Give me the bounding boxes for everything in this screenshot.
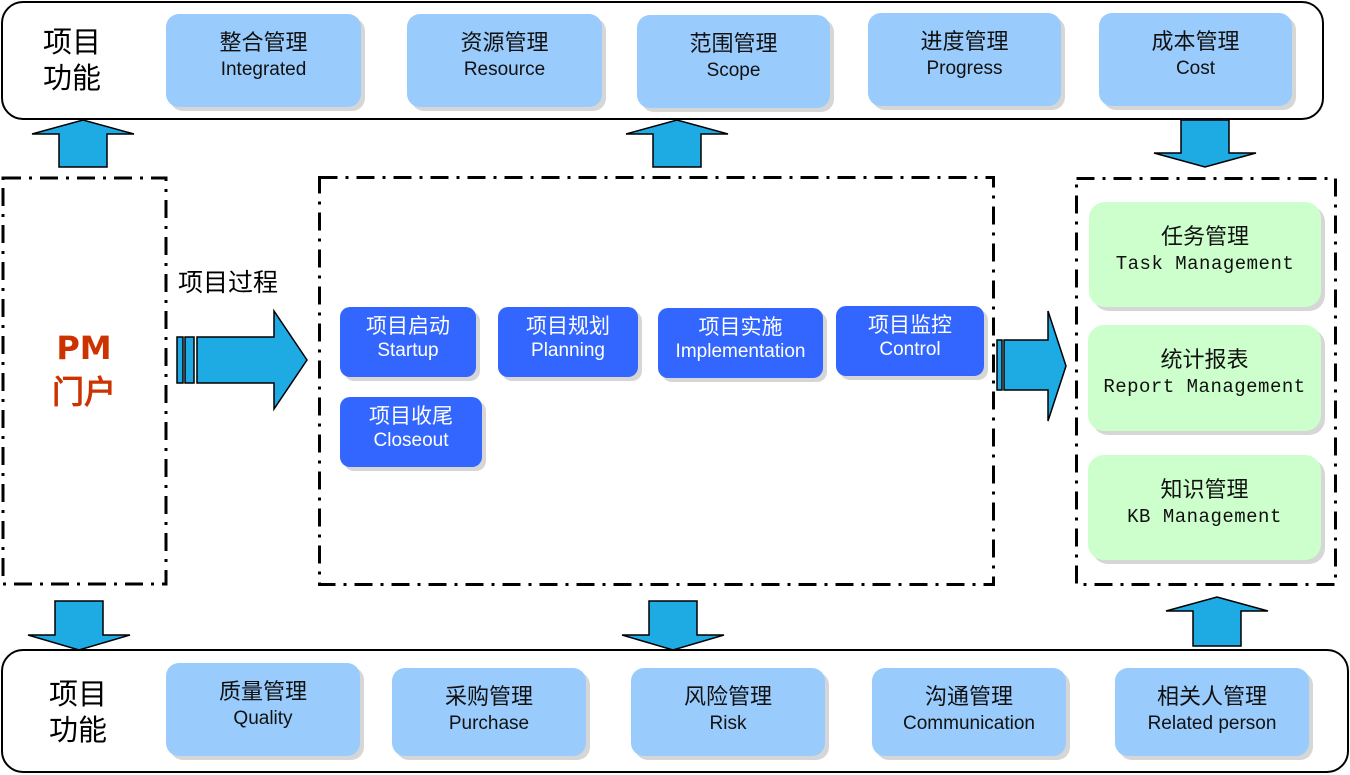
step-label-en: Implementation [675, 341, 806, 362]
module-purchase[interactable]: 采购管理 Purchase [392, 668, 586, 756]
module-label-en: Cost [1175, 58, 1216, 79]
panel-item-label-en: Report Management [1103, 376, 1306, 398]
arrow-down-icon [621, 600, 725, 651]
module-label-zh: 整合管理 [219, 31, 308, 56]
module-label-zh: 相关人管理 [1156, 685, 1267, 710]
arrow-up-icon [1165, 596, 1269, 647]
arrow-right-icon [996, 310, 1067, 422]
module-label-en: Quality [233, 708, 293, 729]
step-label-zh: 项目规划 [526, 314, 610, 338]
bottom-band-title-line1: 项目 [48, 677, 107, 711]
module-progress[interactable]: 进度管理 Progress [868, 13, 1061, 106]
right-panel-box [1075, 177, 1337, 586]
step-label-zh: 项目实施 [698, 315, 783, 339]
module-resource[interactable]: 资源管理 Resource [407, 14, 602, 107]
module-integrated[interactable]: 整合管理 Integrated [166, 14, 361, 107]
module-communication[interactable]: 沟通管理 Communication [872, 668, 1066, 756]
pm-portal-label[interactable]: PM 门户 [2, 326, 166, 414]
arrow-up-icon [31, 119, 135, 168]
bottom-band-title: 项目 功能 [38, 676, 118, 748]
panel-item-kb-management[interactable]: 知识管理 KB Management [1088, 455, 1321, 560]
top-band-title-line2: 功能 [42, 61, 101, 95]
process-box [318, 176, 995, 586]
module-label-zh: 进度管理 [920, 30, 1009, 55]
module-label-en: Scope [706, 60, 761, 81]
panel-item-label-en: Task Management [1115, 253, 1295, 275]
module-label-zh: 质量管理 [218, 680, 307, 705]
module-scope[interactable]: 范围管理 Scope [637, 15, 830, 108]
panel-item-label-zh: 知识管理 [1160, 478, 1249, 503]
step-label-zh: 项目启动 [366, 314, 450, 338]
panel-item-label-zh: 统计报表 [1160, 348, 1249, 373]
process-step-closeout[interactable]: 项目收尾 Closeout [340, 397, 482, 467]
panel-item-report-management[interactable]: 统计报表 Report Management [1088, 325, 1321, 431]
module-risk[interactable]: 风险管理 Risk [631, 668, 825, 756]
module-label-en: Purchase [448, 713, 530, 734]
panel-item-label-en: KB Management [1127, 506, 1282, 528]
top-band-title-line1: 项目 [42, 25, 101, 59]
module-label-zh: 范围管理 [689, 32, 778, 57]
process-step-planning[interactable]: 项目规划 Planning [498, 307, 638, 377]
process-label: 项目过程 [178, 268, 279, 297]
module-label-en: Risk [709, 713, 747, 734]
pm-portal-box [1, 176, 168, 586]
module-label-en: Resource [463, 59, 546, 80]
module-label-zh: 沟通管理 [924, 685, 1013, 710]
process-step-control[interactable]: 项目监控 Control [836, 306, 984, 376]
panel-item-task-management[interactable]: 任务管理 Task Management [1089, 202, 1321, 307]
arrow-up-icon [625, 119, 729, 168]
module-label-zh: 成本管理 [1151, 30, 1240, 55]
module-label-zh: 风险管理 [683, 685, 772, 710]
step-label-en: Startup [377, 340, 439, 361]
arrow-right-icon [176, 308, 308, 412]
module-related-person[interactable]: 相关人管理 Related person [1115, 668, 1309, 756]
step-label-zh: 项目收尾 [369, 404, 453, 428]
top-band-title: 项目 功能 [32, 24, 112, 96]
panel-item-label-zh: 任务管理 [1160, 225, 1249, 250]
arrow-down-icon [27, 600, 131, 651]
process-step-implementation[interactable]: 项目实施 Implementation [658, 308, 823, 378]
bottom-band-title-line2: 功能 [48, 713, 107, 747]
module-label-en: Integrated [220, 59, 307, 80]
module-label-en: Related person [1147, 713, 1277, 734]
module-label-zh: 采购管理 [444, 685, 533, 710]
module-cost[interactable]: 成本管理 Cost [1099, 13, 1292, 106]
portal-line1: PM [56, 329, 112, 367]
process-step-startup[interactable]: 项目启动 Startup [340, 307, 476, 377]
module-label-zh: 资源管理 [460, 31, 549, 56]
step-label-en: Control [879, 339, 941, 360]
module-label-en: Progress [926, 58, 1003, 79]
portal-line2: 门户 [51, 373, 116, 411]
arrow-down-icon [1153, 119, 1257, 168]
step-label-zh: 项目监控 [868, 313, 952, 337]
step-label-en: Closeout [373, 430, 449, 451]
module-label-en: Communication [903, 713, 1035, 734]
step-label-en: Planning [531, 340, 605, 361]
module-quality[interactable]: 质量管理 Quality [166, 663, 360, 756]
